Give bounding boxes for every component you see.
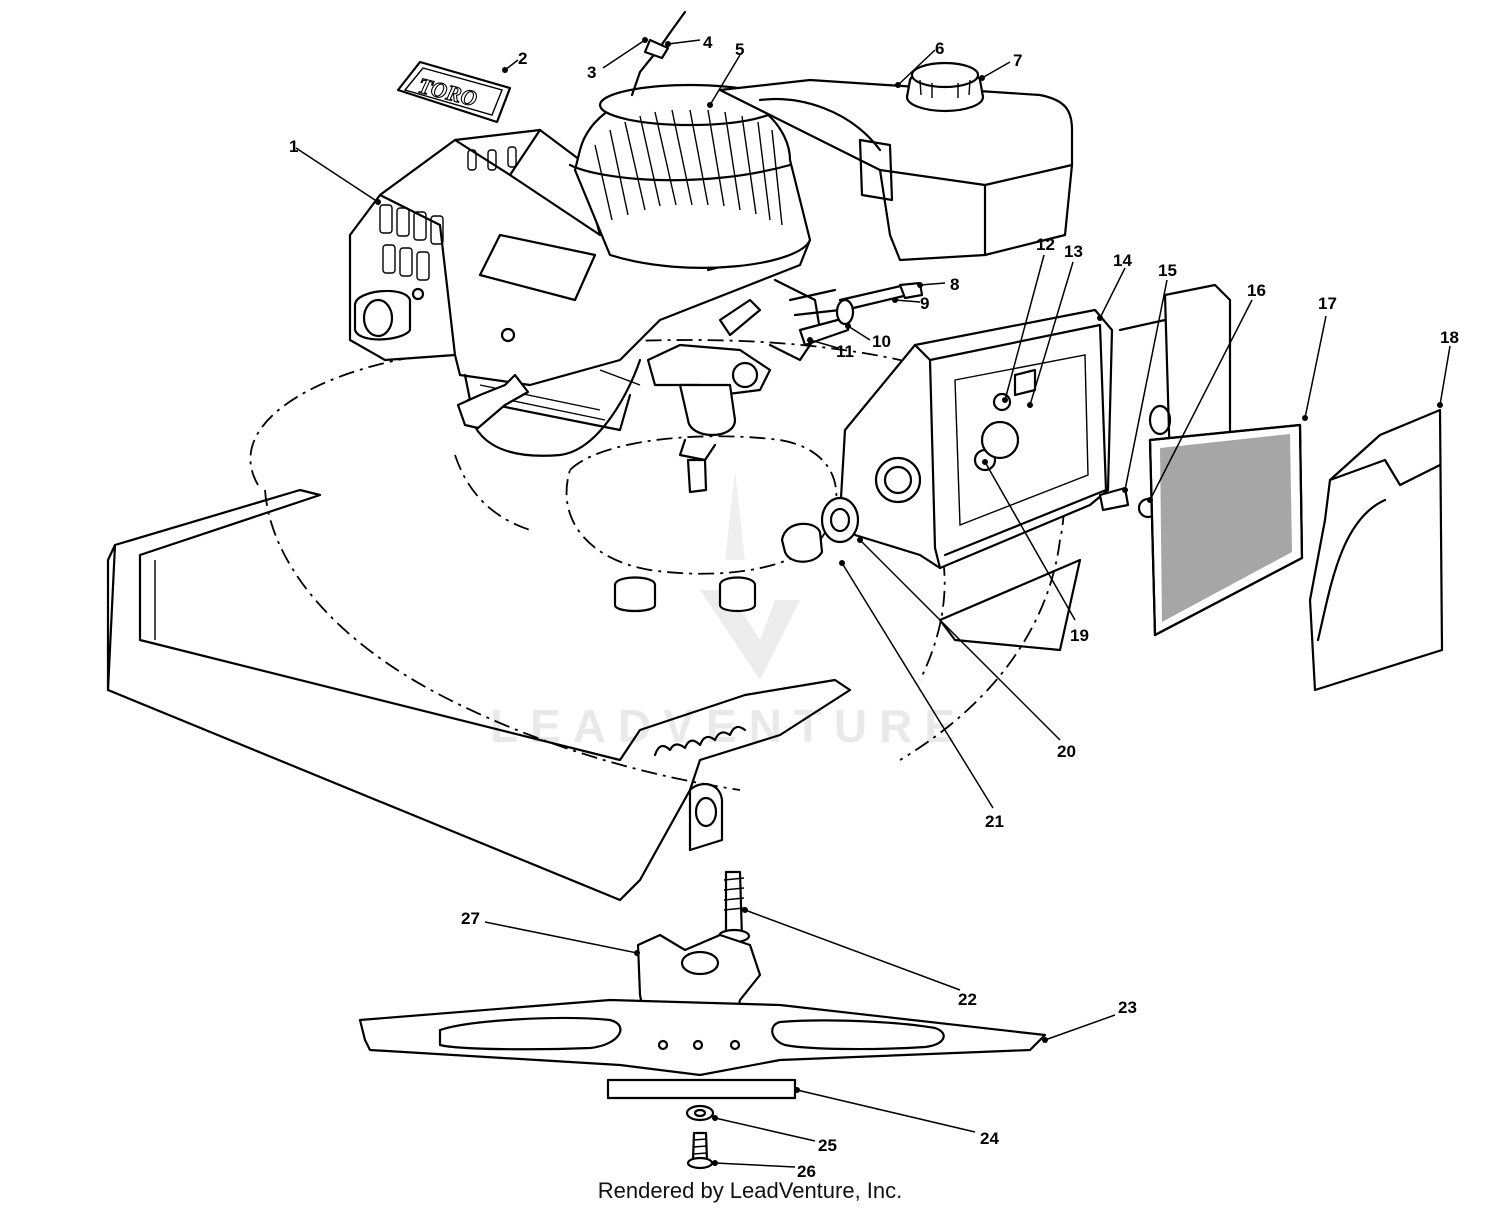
callout-19: 19 xyxy=(1070,626,1089,645)
callout-11: 11 xyxy=(836,342,854,361)
callout-21: 21 xyxy=(985,812,1004,831)
air-cleaner-body xyxy=(838,308,1114,570)
callout-5: 5 xyxy=(735,40,744,59)
callout-6: 6 xyxy=(935,39,944,58)
callout-12: 12 xyxy=(1036,235,1055,254)
callout-labels: 1 2 3 4 5 6 7 8 9 10 11 12 13 14 15 16 1… xyxy=(289,33,1459,1181)
callout-8: 8 xyxy=(950,275,959,294)
leader-lines xyxy=(295,37,1451,1168)
callout-14: 14 xyxy=(1113,251,1132,270)
callout-24: 24 xyxy=(980,1129,999,1148)
callout-20: 20 xyxy=(1057,742,1076,761)
callout-15: 15 xyxy=(1158,261,1177,280)
callout-23: 23 xyxy=(1118,998,1137,1017)
watermark-text: LEADVENTURE xyxy=(490,700,967,752)
callout-7: 7 xyxy=(1013,51,1022,70)
throttle-cable xyxy=(630,10,687,97)
carburetor xyxy=(646,278,924,494)
callout-3: 3 xyxy=(587,63,596,82)
callout-16: 16 xyxy=(1247,281,1266,300)
render-credit: Rendered by LeadVenture, Inc. xyxy=(597,1178,903,1203)
engine-assembly xyxy=(348,128,812,457)
blade-assembly xyxy=(358,870,1047,1170)
callout-4: 4 xyxy=(703,33,713,52)
callout-22: 22 xyxy=(958,990,977,1009)
air-cleaner-cover xyxy=(1308,408,1444,692)
callout-9: 9 xyxy=(920,294,929,313)
callout-26: 26 xyxy=(797,1162,816,1181)
callout-17: 17 xyxy=(1318,294,1337,313)
callout-18: 18 xyxy=(1440,328,1459,347)
fuel-tank xyxy=(718,61,1074,262)
mower-deck xyxy=(106,283,1232,902)
callout-25: 25 xyxy=(818,1136,837,1155)
callout-27: 27 xyxy=(461,909,480,928)
watermark: LEADVENTURE xyxy=(490,470,967,752)
callout-1: 1 xyxy=(289,137,298,156)
foam-element xyxy=(1148,423,1304,637)
callout-13: 13 xyxy=(1064,242,1083,261)
callout-2: 2 xyxy=(518,49,527,68)
toro-decal: TORO xyxy=(396,60,512,124)
callout-10: 10 xyxy=(872,332,891,351)
